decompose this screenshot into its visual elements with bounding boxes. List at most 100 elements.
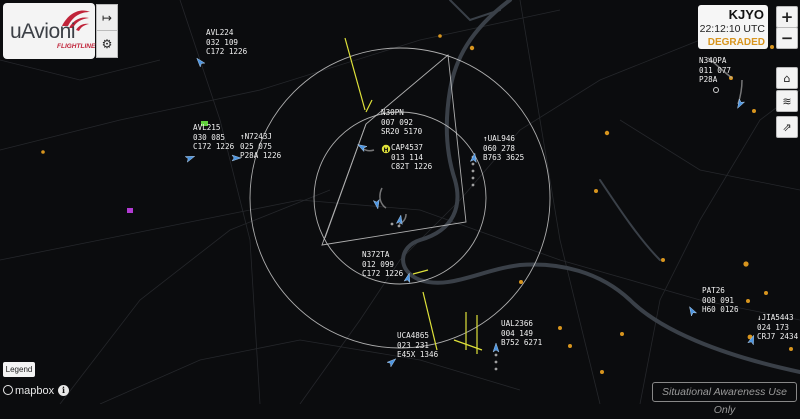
map-canvas[interactable]: H	[0, 0, 800, 404]
status-badge: DEGRADED	[707, 37, 765, 48]
waypoint-flag-magenta	[127, 208, 133, 213]
river	[401, 0, 800, 374]
zoom-in-button[interactable]: +	[776, 6, 798, 28]
settings-button[interactable]: ⚙	[96, 30, 118, 58]
aircraft-tag-line1: N340PA	[699, 56, 727, 65]
range-ring-outer	[249, 47, 551, 349]
aircraft-tag-line1: AVL215	[193, 123, 221, 132]
ownship-marker	[713, 87, 719, 93]
aircraft-tag-line2: 012 099	[362, 259, 395, 269]
road-network	[0, 0, 800, 404]
aircraft-icon-n30pn	[357, 144, 368, 153]
aircraft-tag-line3: H60 0126	[702, 305, 739, 315]
range-rings	[249, 47, 551, 349]
station-code: KJYO	[728, 7, 764, 22]
aircraft-tag-line2: 011 077	[699, 65, 732, 75]
range-ring-inner	[313, 111, 487, 285]
aircraft-tag-line2: 004 149	[501, 328, 534, 338]
aircraft-tag-line1: ↓JIA5443	[757, 313, 794, 322]
station-status-panel: KJYO 22:12:10 UTC DEGRADED	[698, 5, 768, 49]
aircraft-tag-line3: C172 1226	[362, 269, 404, 279]
aircraft-icon-extra	[403, 272, 411, 284]
aircraft-tag-line1: UCA4865	[397, 331, 430, 340]
aircraft-tag-line1: UAL2366	[501, 319, 534, 328]
home-button[interactable]: ⌂	[776, 67, 798, 89]
aircraft-icons	[184, 57, 754, 368]
mapbox-logo-icon	[3, 385, 13, 395]
layers-button[interactable]: ≋	[776, 90, 798, 112]
aircraft-tag-line3: SR20 5170	[381, 127, 423, 137]
aircraft-tag-line2: 060 278	[483, 143, 516, 153]
logo-wing-icon	[62, 10, 90, 31]
aircraft-tag-line2: 023 231	[397, 340, 430, 350]
aircraft-tag-line1: AVL224	[206, 28, 234, 37]
svg-text:H: H	[383, 147, 388, 154]
waypoint-flag-green	[201, 121, 208, 126]
aircraft-tag-line1: ↑N7243J	[240, 132, 273, 141]
approach-courses	[344, 37, 483, 354]
aircraft-tag-line3: P28A	[699, 75, 718, 85]
logo-text: uAvioni	[10, 20, 76, 43]
aircraft-tag-line3: E45X 1346	[397, 350, 439, 360]
aircraft-tag-line3: C82T 1226	[391, 162, 433, 172]
airspace-boundary	[321, 54, 467, 246]
aircraft-tag-line2: 008 091	[702, 295, 735, 305]
aircraft-tag-line3: B752 6271	[501, 338, 543, 348]
station-time: 22:12:10 UTC	[699, 23, 765, 35]
aircraft-tag-line1: CAP4537	[391, 143, 424, 152]
zoom-out-button[interactable]: −	[776, 27, 798, 49]
disclaimer-label: Situational Awareness Use Only	[652, 382, 797, 416]
mapbox-attribution[interactable]: mapbox	[3, 385, 54, 397]
aircraft-tag-line1: N372TA	[362, 250, 390, 259]
aircraft-tag-line3: C172 1226	[206, 47, 248, 57]
aircraft-tag-line2: 025 075	[240, 141, 273, 151]
aircraft-tag-line2: 032 109	[206, 37, 239, 47]
aircraft-icon-pat26	[689, 306, 698, 317]
aircraft-tag-line2: 013 114	[391, 152, 424, 162]
aircraft-tag-line3: C172 1226	[193, 142, 235, 152]
aircraft-icon-uca4865	[386, 358, 397, 368]
aircraft-tag-line2: 007 092	[381, 117, 414, 127]
info-icon[interactable]: i	[58, 385, 69, 396]
external-link-button[interactable]: ⇗	[776, 116, 798, 138]
aircraft-tag-line2: 024 173	[757, 322, 790, 332]
aircraft-icon-n372ta	[395, 214, 403, 226]
gear-icon: ⚙	[101, 37, 113, 51]
aircraft-tag-line1: N30PN	[381, 108, 404, 117]
aircraft-trail-arcs	[359, 57, 743, 225]
app-logo: uAvioni FLIGHTLINE	[3, 3, 95, 59]
logout-button[interactable]: ↦	[96, 4, 118, 32]
logo-subtitle: FLIGHTLINE	[57, 43, 96, 50]
aircraft-tag-line2: 030 085	[193, 132, 226, 142]
aircraft-icon-jia5443	[747, 334, 754, 346]
layers-icon: ≋	[782, 94, 792, 108]
airport-marker: H	[381, 144, 391, 154]
aircraft-tag-line1: ↑UAL946	[483, 134, 516, 143]
aircraft-icon-n7243j	[231, 154, 242, 162]
aircraft-tag-line3: B763 3625	[483, 153, 525, 163]
aircraft-icon-cap4537	[372, 198, 380, 210]
aircraft-tag-line3: P28A 1226	[240, 151, 282, 161]
aircraft-icon-ual2366	[492, 342, 500, 353]
home-icon: ⌂	[783, 71, 791, 85]
aircraft-icon-ual946	[469, 152, 477, 164]
external-link-icon: ⇗	[782, 120, 792, 134]
aircraft-tag-line1: PAT26	[702, 286, 725, 295]
aircraft-icon-avl224	[196, 57, 206, 68]
legend-button[interactable]: Legend	[3, 362, 35, 377]
aircraft-tag-line3: CRJ7 2434	[757, 332, 799, 342]
aircraft-icon-avl215	[184, 156, 196, 163]
airport-dots	[41, 34, 793, 374]
